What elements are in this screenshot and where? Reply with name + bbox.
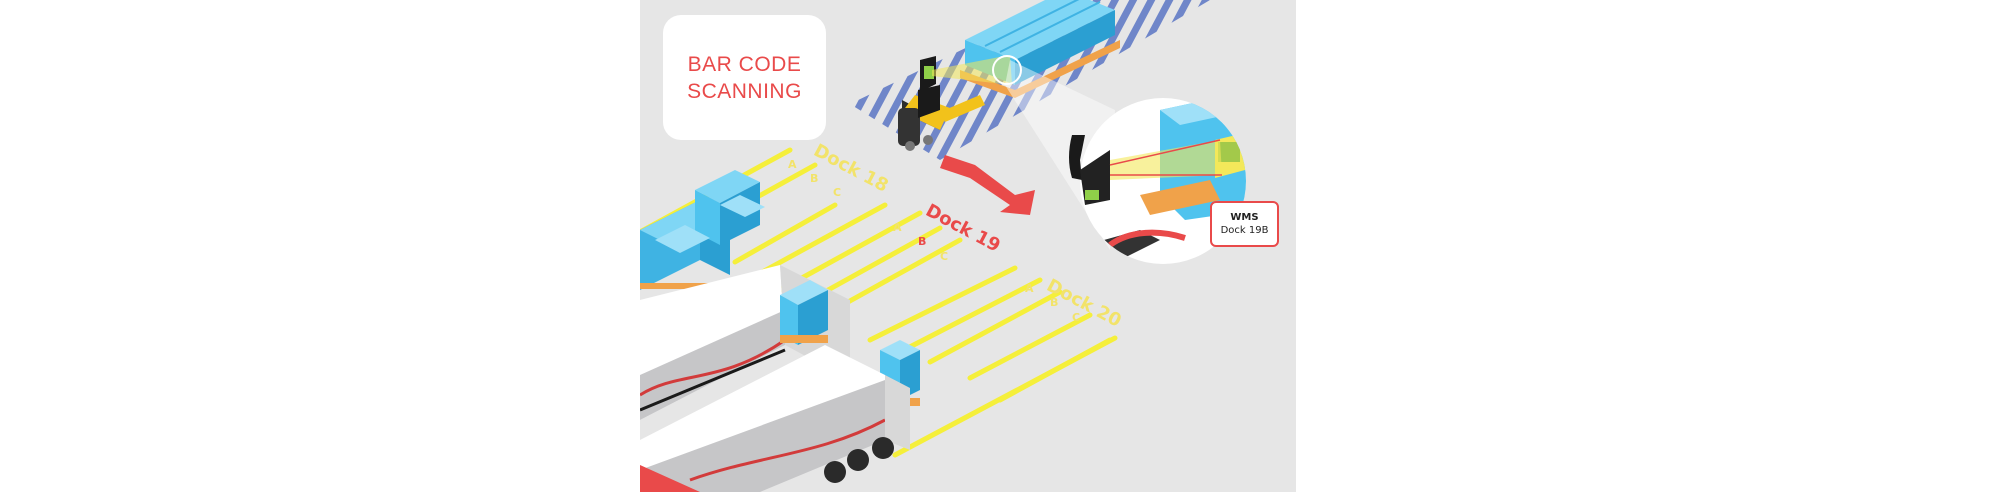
warehouse-scene <box>640 0 1246 492</box>
pallet-boxes-dock-19 <box>780 280 920 406</box>
dock-18-lane-c: C <box>833 186 842 199</box>
wms-popup: WMS Dock 19B <box>1210 201 1279 247</box>
dock-19-lane-b: B <box>918 235 927 248</box>
wms-subtitle: Dock 19B <box>1220 225 1269 236</box>
dock-20-lane-a: A <box>1025 282 1034 295</box>
dock-20-lane-b: B <box>1050 296 1059 309</box>
dock-19-lane-c: C <box>940 250 949 263</box>
pallet-boxes-dock-18 <box>640 170 765 290</box>
forklift-scanner-icon <box>898 55 1022 151</box>
title-line-1: BAR CODE <box>687 52 802 76</box>
dock-20-lane-c: C <box>1072 311 1081 324</box>
dock-19-lane-a: A <box>893 221 902 234</box>
handheld-scanner-icon <box>1069 135 1222 205</box>
dock-18-lane-a: A <box>788 158 797 171</box>
title-card: BAR CODE SCANNING <box>663 15 826 140</box>
dock-18-lane-b: B <box>810 172 819 185</box>
truck-trailer <box>640 345 910 492</box>
wms-title: WMS <box>1230 212 1259 223</box>
directional-arrow-icon <box>940 155 1035 215</box>
title-line-2: SCANNING <box>687 79 802 103</box>
warehouse-illustration: BAR CODE SCANNING WMS Dock 19B Dock 18 D… <box>640 0 1296 492</box>
